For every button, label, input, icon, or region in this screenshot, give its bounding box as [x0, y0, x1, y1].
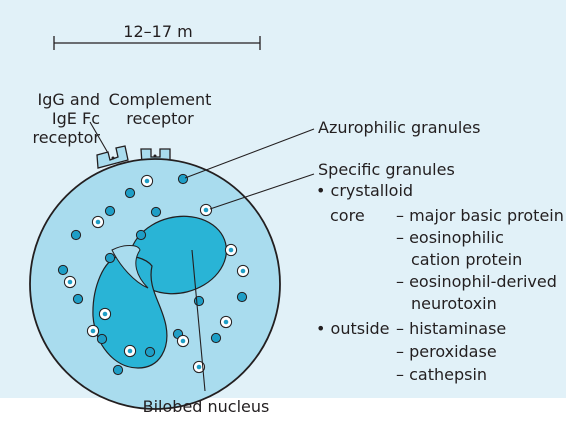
specific-granule: [237, 265, 248, 276]
core-item: neurotoxin: [411, 294, 497, 313]
azurophilic-granule: [125, 188, 134, 197]
azurophilic-granule: [178, 174, 187, 183]
specific-granule: [64, 276, 75, 287]
specific-granule: [92, 216, 103, 227]
outside-item: – histaminase: [396, 319, 506, 338]
azurophilic-label: Azurophilic granules: [318, 118, 480, 137]
core-item: – major basic protein: [396, 206, 564, 225]
specific-granule: [220, 316, 231, 327]
specific-label: Specific granules: [318, 160, 455, 179]
azurophilic-granule: [97, 334, 106, 343]
azurophilic-granule: [71, 230, 80, 239]
core-item: cation protein: [411, 250, 522, 269]
crystalloid-label: • crystalloid: [316, 181, 413, 200]
outside-label: • outside: [316, 319, 390, 338]
azurophilic-granule: [211, 333, 220, 342]
specific-granule: [141, 175, 152, 186]
specific-granule: [177, 335, 188, 346]
specific-granule: [99, 308, 110, 319]
azurophilic-granule: [105, 253, 114, 262]
specific-granule: [87, 325, 98, 336]
core-item: – eosinophilic: [396, 228, 504, 247]
azurophilic-granule: [136, 230, 145, 239]
azurophilic-granule: [58, 265, 67, 274]
outside-item: – cathepsin: [396, 365, 487, 384]
azurophilic-granule: [145, 347, 154, 356]
core-item: – eosinophil-derived: [396, 272, 557, 291]
complement-receptor-label: Complement receptor: [100, 90, 220, 128]
specific-granule: [225, 244, 236, 255]
specific-granule: [124, 345, 135, 356]
scale-label: 12–17 m: [78, 22, 238, 41]
igg-receptor-label: IgG and IgE Fc receptor: [10, 90, 100, 147]
specific-granule: [200, 204, 211, 215]
leader-azurophilic: [185, 129, 314, 178]
nucleus-label: Bilobed nucleus: [126, 397, 286, 416]
azurophilic-granule: [113, 365, 122, 374]
outside-item: – peroxidase: [396, 342, 497, 361]
azurophilic-granule: [237, 292, 246, 301]
azurophilic-granule: [105, 206, 114, 215]
azurophilic-granule: [194, 296, 203, 305]
azurophilic-granule: [73, 294, 82, 303]
azurophilic-granule: [151, 207, 160, 216]
core-label: core: [330, 206, 365, 225]
